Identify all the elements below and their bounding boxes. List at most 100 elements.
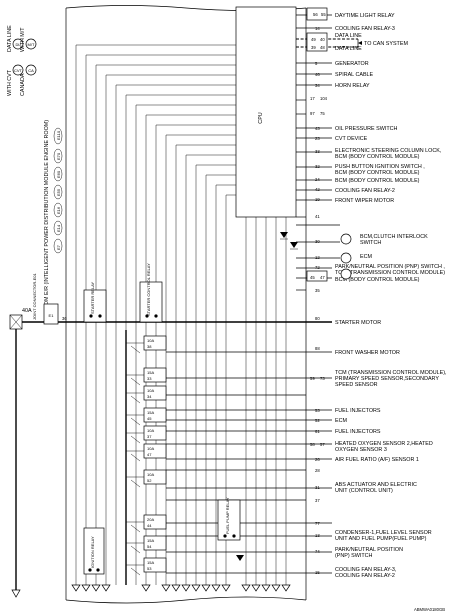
pin-numbers: 56 55 14 49 40 39 48 5 46 34 17 104 97 7… — [306, 7, 328, 575]
pin: 56 — [313, 12, 318, 17]
starter-relay-label: STARTER RELAY — [90, 281, 95, 314]
label-horn-relay: HORN RELAY — [335, 83, 370, 89]
label-cooling-fan-2: COOLING FAN RELAY-2 — [335, 573, 395, 579]
pin: 57 — [320, 442, 325, 447]
pin: 30 — [315, 239, 320, 244]
label-daytime-light-relay: DAYTIME LIGHT RELAY — [335, 13, 395, 19]
joint-badge: E1 — [49, 313, 55, 318]
label-data-line-1: DATA LINE — [335, 33, 362, 39]
diodes — [236, 232, 298, 561]
label-spiral-cable: SPIRAL CABLE — [335, 72, 374, 78]
pin: 49 — [311, 37, 316, 42]
label-steering-lock: ELECTRONIC STEERING COLUMN LOCK, — [335, 148, 442, 154]
ground-icon — [281, 584, 291, 592]
label-pnp-2: (PNP) SWITCH — [335, 553, 373, 559]
connector-badge: E55 — [56, 188, 61, 196]
pin: 43 — [315, 126, 320, 131]
label-cooling-fan-relay-3: COOLING FAN RELAY-3 — [335, 26, 395, 32]
fuse-row: 15A 53 — [126, 557, 167, 576]
pin: 53 — [315, 408, 320, 413]
legend-canada: CANADA — [20, 73, 26, 96]
label-ecm-2: ECM — [335, 418, 347, 424]
pin: 39 — [311, 45, 316, 50]
joint-pin: 36 — [62, 316, 67, 321]
fuse-pin: 53 — [147, 566, 152, 571]
fuse-pin: 44 — [147, 523, 152, 528]
pin: 41 — [315, 214, 320, 219]
connector-badges: E7 E14 E16 E55 E60 E70 E110 — [53, 127, 63, 254]
fuse-amp: 15A — [147, 560, 154, 565]
ground-icon — [171, 584, 181, 592]
pin: 59 — [310, 376, 315, 381]
label-cooling-fan: COOLING FAN RELAY-3, — [335, 567, 397, 573]
pin: 48 — [320, 45, 325, 50]
fuse-pin: 38 — [147, 344, 152, 349]
pin: 55 — [321, 12, 326, 17]
fuse-pin: 54 — [147, 544, 152, 549]
fuel-pump-relay: FUEL PUMP RELAY — [217, 497, 241, 541]
fuse-column: 10A 38 15A 33 10A 34 15A 45 — [125, 330, 167, 585]
ground-icon — [91, 584, 101, 592]
side-legend: DATA LINE DL WITH M/T M/T CANADA CA WITH… — [7, 25, 37, 96]
label-oil-pressure-switch: OIL PRESSURE SWITCH — [335, 126, 398, 132]
ground-icon — [161, 584, 171, 592]
label-to-can-system: TO CAN SYSTEM — [364, 41, 408, 47]
pin: 32 — [315, 164, 320, 169]
pin: 74 — [315, 549, 320, 554]
fuse-pin: 37 — [147, 434, 152, 439]
fuse-row: 15A 54 — [126, 535, 167, 554]
label-bcm-clutch-2: SWITCH — [360, 240, 381, 246]
label-pnp: PARK/NEUTRAL POSITION — [335, 547, 403, 553]
pin: 58 — [310, 442, 315, 447]
can-bracket — [357, 39, 362, 47]
label-push-button: PUSH BUTTON IGNITION SWITCH , — [335, 164, 425, 170]
fuse-pin: 47 — [147, 452, 152, 457]
fuse-row: 10A 47 — [126, 443, 167, 462]
cpu-block: CPU — [235, 6, 297, 218]
pin: 33 — [315, 149, 320, 154]
cpu-label: CPU — [258, 112, 264, 123]
starter-control-relay: STARTER CONTROL RELAY — [139, 263, 163, 323]
pin: 35 — [315, 288, 320, 293]
legend-badge-mt: M/T — [28, 42, 35, 47]
fuse-amp: 15A — [147, 370, 154, 375]
legend-badge-cvt: CVT — [14, 68, 23, 73]
fuse-row: 20A 44 — [126, 514, 167, 533]
fuse-amp: 10A — [147, 388, 154, 393]
connector-badge: E110 — [56, 130, 61, 140]
pin: 34 — [315, 83, 320, 88]
svg-text:IPDM E/R (INTELLIGENT POWER DI: IPDM E/R (INTELLIGENT POWER DISTRIBUTION… — [44, 120, 50, 310]
pin: 14 — [315, 26, 320, 31]
pin: 72 — [315, 265, 320, 270]
pin: 61 — [315, 429, 320, 434]
label-push-button-2: BCM (BODY CONTROL MODULE) — [335, 170, 420, 176]
connector-badge-row: E7 — [56, 244, 61, 250]
connector-badge: E14 — [56, 224, 61, 232]
connector-badge: E70 — [56, 152, 61, 160]
label-bcm-clutch: BCM,CLUTCH INTERLOCK — [360, 234, 428, 240]
fuse-amp: 15A — [147, 538, 154, 543]
fuse-row: 10A 34 — [126, 385, 167, 404]
ground-icon — [141, 584, 151, 592]
internal-bus-lines — [75, 45, 287, 585]
label-front-washer-motor: FRONT WASHER MOTOR — [335, 350, 400, 356]
pin: 23 — [315, 136, 320, 141]
legend-badge-dl: DL — [15, 42, 21, 47]
label-fuel-injectors-1: FUEL INJECTORS — [335, 408, 381, 414]
label-starter-motor: STARTER MOTOR — [335, 320, 381, 326]
fuse-amp: 20A — [147, 517, 154, 522]
pin: 40 — [320, 37, 325, 42]
pin: 45 — [310, 275, 315, 280]
ground-icon — [271, 584, 281, 592]
label-abs: ABS ACTUATOR AND ELECTRIC — [335, 482, 417, 488]
label-af-sensor: AIR FUEL RATIO (A/F) SENSOR 1 — [335, 457, 419, 463]
ground-icon — [81, 584, 91, 592]
pin: 88 — [315, 346, 320, 351]
footer-code: ABMWA0180GB — [414, 607, 445, 612]
terminal-symbols — [340, 233, 352, 280]
fuse-row: 10A 52 — [126, 469, 167, 488]
legend-badge-ca: CA — [28, 68, 34, 73]
fuse-pin: 33 — [147, 376, 152, 381]
ground-row — [71, 584, 291, 592]
